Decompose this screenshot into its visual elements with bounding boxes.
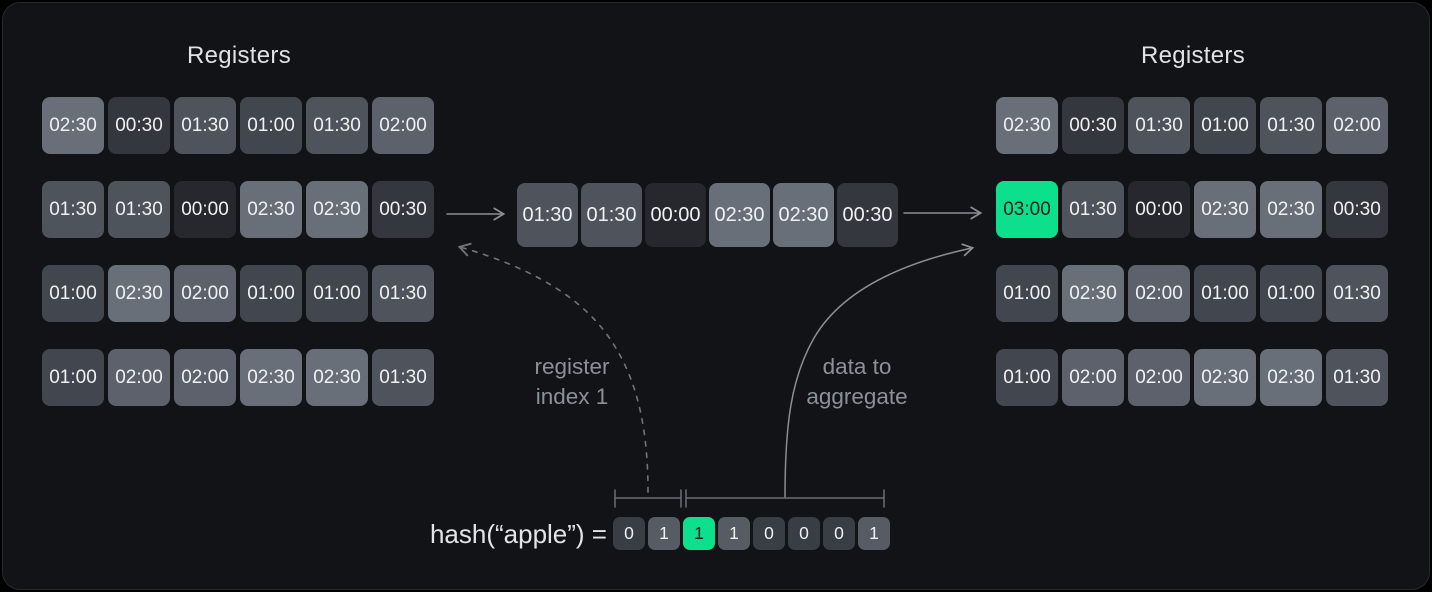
incoming-register-cell: 00:00 [645, 183, 706, 247]
register-cell: 01:30 [372, 349, 434, 406]
register-index-label-line1: register [534, 354, 610, 379]
register-cell: 01:00 [240, 265, 302, 322]
register-cell: 02:30 [996, 97, 1058, 154]
register-cell: 01:30 [1128, 97, 1190, 154]
data-to-aggregate-label-line1: data to [822, 354, 892, 379]
register-cell: 01:00 [1260, 265, 1322, 322]
bit-cell: 1 [858, 517, 890, 550]
register-cell: 01:00 [240, 97, 302, 154]
register-cell: 01:30 [1062, 181, 1124, 238]
register-index-label-line2: index 1 [535, 384, 609, 409]
register-cell: 01:00 [42, 265, 104, 322]
bit-cell: 0 [823, 517, 855, 550]
register-cell: 02:00 [174, 349, 236, 406]
register-cell: 01:00 [1194, 265, 1256, 322]
register-cell: 01:30 [108, 181, 170, 238]
register-cell: 02:30 [306, 181, 368, 238]
incoming-register-cell: 01:30 [517, 183, 578, 247]
register-cell: 02:00 [1326, 97, 1388, 154]
left-registers-title: Registers [186, 42, 292, 69]
register-cell: 00:00 [174, 181, 236, 238]
incoming-register-cell: 01:30 [581, 183, 642, 247]
register-cell: 02:30 [1194, 349, 1256, 406]
register-cell: 00:30 [108, 97, 170, 154]
bit-cell: 0 [613, 517, 645, 550]
register-cell: 01:30 [1260, 97, 1322, 154]
right-registers-title: Registers [1140, 42, 1246, 69]
register-cell: 02:30 [240, 349, 302, 406]
register-cell: 03:00 [996, 181, 1058, 238]
incoming-register-cell: 02:30 [773, 183, 834, 247]
register-cell: 02:30 [1062, 265, 1124, 322]
register-cell: 02:00 [1128, 349, 1190, 406]
register-cell: 01:30 [174, 97, 236, 154]
register-index-label: register index 1 [488, 352, 656, 412]
register-cell: 01:30 [1326, 265, 1388, 322]
register-cell: 01:30 [1326, 349, 1388, 406]
register-cell: 02:30 [306, 349, 368, 406]
register-cell: 02:30 [1260, 349, 1322, 406]
bit-cell: 1 [718, 517, 750, 550]
data-to-aggregate-label-line2: aggregate [806, 384, 908, 409]
register-cell: 02:00 [1062, 349, 1124, 406]
bit-cell: 1 [648, 517, 680, 550]
register-cell: 02:30 [1194, 181, 1256, 238]
register-cell: 01:00 [1194, 97, 1256, 154]
register-cell: 01:00 [42, 349, 104, 406]
incoming-register-cell: 00:30 [837, 183, 898, 247]
register-cell: 01:30 [306, 97, 368, 154]
hash-expression-label: hash(“apple”) = [429, 519, 607, 549]
register-cell: 02:30 [240, 181, 302, 238]
incoming-register-cell: 02:30 [709, 183, 770, 247]
register-cell: 01:00 [306, 265, 368, 322]
register-cell: 01:00 [996, 349, 1058, 406]
register-cell: 02:00 [1128, 265, 1190, 322]
bit-cell: 1 [683, 517, 715, 550]
register-cell: 02:30 [1260, 181, 1322, 238]
data-to-aggregate-label: data to aggregate [773, 352, 941, 412]
register-cell: 02:00 [174, 265, 236, 322]
register-cell: 01:30 [372, 265, 434, 322]
bit-cell: 0 [788, 517, 820, 550]
bit-cell: 0 [753, 517, 785, 550]
register-cell: 00:30 [372, 181, 434, 238]
register-cell: 02:00 [372, 97, 434, 154]
register-cell: 01:30 [42, 181, 104, 238]
register-cell: 02:00 [108, 349, 170, 406]
register-cell: 01:00 [996, 265, 1058, 322]
register-cell: 02:30 [42, 97, 104, 154]
register-cell: 00:30 [1062, 97, 1124, 154]
register-cell: 00:00 [1128, 181, 1190, 238]
register-cell: 02:30 [108, 265, 170, 322]
register-cell: 00:30 [1326, 181, 1388, 238]
